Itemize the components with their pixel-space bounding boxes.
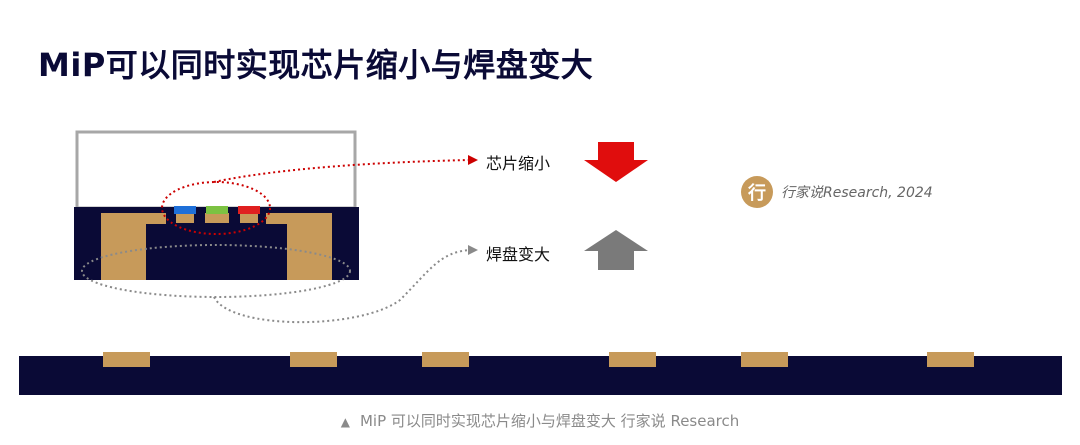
pad-callout-path [213,249,471,324]
trace-right [240,213,258,223]
watermark: 行 行家说Research, 2024 [741,176,933,208]
pad-enlarge-label: 焊盘变大 [486,245,551,264]
chip-green [206,206,228,214]
left-electrode [101,213,146,280]
chip-shrink-label: 芯片缩小 [486,154,551,173]
pad-highlight-ellipse [81,244,351,298]
page-title: MiP可以同时实现芯片缩小与焊盘变大 [38,46,594,84]
right-electrode [287,213,332,280]
shrink-down-arrow [584,142,648,182]
watermark-text: 行家说Research, 2024 [781,185,933,201]
chip-red [238,206,260,214]
trace-center [205,213,229,223]
substrate-pad-2 [290,352,337,367]
substrate-pad-4 [609,352,656,367]
chip-callout-path [213,159,471,183]
left-electrode-top [146,213,166,224]
substrate-pad-3 [422,352,469,367]
trace-left [176,213,194,223]
substrate-pad-6 [927,352,974,367]
caption-text: MiP 可以同时实现芯片缩小与焊盘变大 行家说 Research [359,412,740,430]
pad-callout-arrowhead [468,245,478,255]
brand-logo-icon: 行 [741,176,773,208]
chip-callout-arrowhead [468,155,478,165]
substrate [19,356,1062,395]
chip-blue [174,206,196,214]
chip-highlight-ellipse [161,181,271,235]
triangle-icon: ▲ [340,415,350,429]
enlarge-up-arrow [584,230,648,270]
substrate-pad-5 [741,352,788,367]
substrate-pad-1 [103,352,150,367]
figure-caption: ▲ MiP 可以同时实现芯片缩小与焊盘变大 行家说 Research [0,410,1080,431]
right-electrode-top [266,213,287,224]
package-cover-outline [75,130,357,210]
